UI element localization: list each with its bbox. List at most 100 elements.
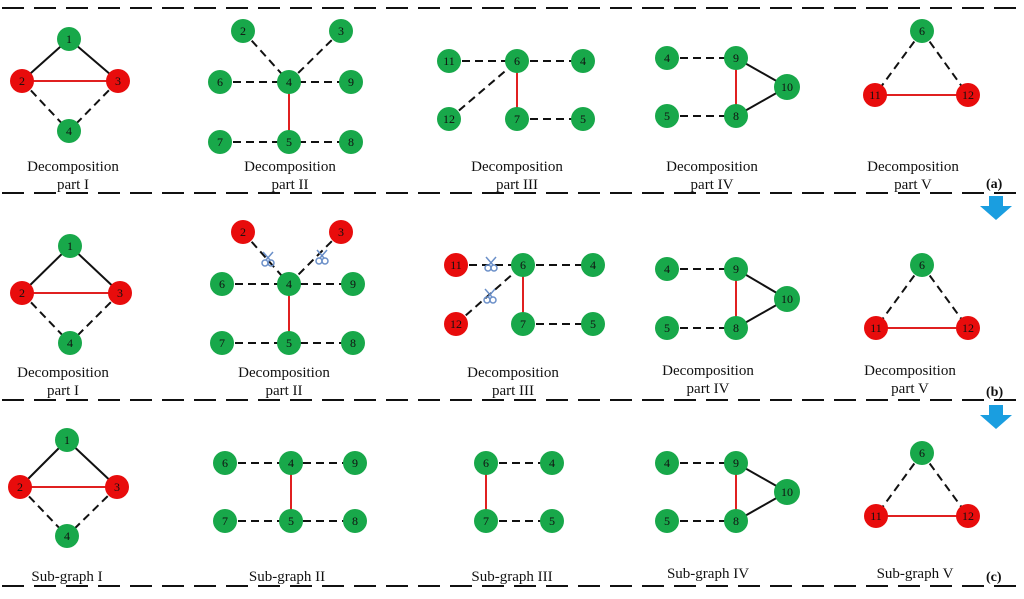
svg-text:12: 12 <box>962 509 974 523</box>
svg-text:4: 4 <box>664 456 670 470</box>
node-7: 7 <box>213 509 237 533</box>
part-II-graph: 2 3 6 4 9 7 5 8 <box>210 220 365 355</box>
caption-b-3-line1: Decomposition <box>467 365 559 381</box>
down-arrow-icon <box>980 196 1012 220</box>
svg-text:2: 2 <box>240 24 246 38</box>
node-9: 9 <box>724 451 748 475</box>
svg-text:6: 6 <box>520 258 526 272</box>
node-12: 12 <box>956 316 980 340</box>
part-III-graph: 11 6 4 12 7 5 <box>444 253 605 336</box>
svg-text:11: 11 <box>870 321 882 335</box>
caption-a-2-line2: part II <box>271 177 308 193</box>
svg-text:5: 5 <box>664 109 670 123</box>
node-5: 5 <box>581 312 605 336</box>
svg-text:4: 4 <box>549 456 555 470</box>
svg-text:12: 12 <box>962 321 974 335</box>
node-11: 11 <box>864 504 888 528</box>
svg-text:8: 8 <box>733 321 739 335</box>
svg-text:7: 7 <box>222 514 228 528</box>
node-9: 9 <box>724 257 748 281</box>
node-2: 2 <box>231 220 255 244</box>
node-6: 6 <box>210 272 234 296</box>
node-7: 7 <box>210 331 234 355</box>
part-I-graph: 1 2 3 4 <box>10 234 132 355</box>
node-8: 8 <box>724 316 748 340</box>
node-4: 4 <box>277 70 301 94</box>
caption-a-5-line2: part V <box>894 177 932 193</box>
svg-text:7: 7 <box>514 112 520 126</box>
node-4: 4 <box>581 253 605 277</box>
caption-a-5-line1: Decomposition <box>867 159 959 175</box>
node-8: 8 <box>724 104 748 128</box>
node-5: 5 <box>571 107 595 131</box>
svg-text:9: 9 <box>352 456 358 470</box>
svg-text:8: 8 <box>733 514 739 528</box>
svg-text:8: 8 <box>350 336 356 350</box>
node-9: 9 <box>343 451 367 475</box>
svg-text:9: 9 <box>733 262 739 276</box>
caption-a-3-line1: Decomposition <box>471 159 563 175</box>
node-5: 5 <box>655 509 679 533</box>
row-tag-b: (b) <box>986 385 1003 400</box>
svg-text:6: 6 <box>483 456 489 470</box>
node-8: 8 <box>341 331 365 355</box>
svg-text:6: 6 <box>919 446 925 460</box>
svg-text:5: 5 <box>286 336 292 350</box>
svg-text:6: 6 <box>217 75 223 89</box>
svg-text:9: 9 <box>350 277 356 291</box>
svg-text:4: 4 <box>664 51 670 65</box>
svg-text:12: 12 <box>450 317 462 331</box>
node-1: 1 <box>57 27 81 51</box>
sub-graph-IV: 4 9 10 5 8 <box>655 451 800 533</box>
svg-text:4: 4 <box>580 54 586 68</box>
node-7: 7 <box>505 107 529 131</box>
svg-text:5: 5 <box>549 514 555 528</box>
svg-text:8: 8 <box>348 135 354 149</box>
svg-text:2: 2 <box>19 286 25 300</box>
svg-text:5: 5 <box>286 135 292 149</box>
node-4: 4 <box>540 451 564 475</box>
node-5: 5 <box>540 509 564 533</box>
node-4: 4 <box>571 49 595 73</box>
svg-text:4: 4 <box>286 75 292 89</box>
svg-text:4: 4 <box>590 258 596 272</box>
node-4: 4 <box>655 46 679 70</box>
node-10: 10 <box>774 74 800 100</box>
svg-text:11: 11 <box>870 509 882 523</box>
node-12: 12 <box>956 504 980 528</box>
caption-c-1: Sub-graph I <box>31 569 102 585</box>
svg-text:4: 4 <box>664 262 670 276</box>
node-2: 2 <box>10 69 34 93</box>
row-c: 1 2 3 4 Sub-graph I 6 4 9 7 5 8 Sub-grap… <box>8 428 980 585</box>
node-4: 4 <box>279 451 303 475</box>
part-I-graph: 1 2 3 4 <box>10 27 130 143</box>
node-1: 1 <box>55 428 79 452</box>
sub-graph-I: 1 2 3 4 <box>8 428 129 548</box>
svg-text:3: 3 <box>338 24 344 38</box>
svg-text:3: 3 <box>338 225 344 239</box>
node-6: 6 <box>208 70 232 94</box>
scissors-icon <box>484 256 498 272</box>
svg-text:4: 4 <box>288 456 294 470</box>
caption-b-5-line1: Decomposition <box>864 363 956 379</box>
svg-text:10: 10 <box>781 292 793 306</box>
scissors-icon <box>261 251 275 267</box>
svg-text:6: 6 <box>919 24 925 38</box>
svg-text:2: 2 <box>17 480 23 494</box>
caption-a-4-line1: Decomposition <box>666 159 758 175</box>
node-11: 11 <box>863 83 887 107</box>
caption-c-3: Sub-graph III <box>471 569 552 585</box>
node-5: 5 <box>277 130 301 154</box>
node-12: 12 <box>437 107 461 131</box>
svg-text:10: 10 <box>781 80 793 94</box>
node-6: 6 <box>910 253 934 277</box>
svg-text:1: 1 <box>66 32 72 46</box>
svg-text:4: 4 <box>286 277 292 291</box>
node-6: 6 <box>474 451 498 475</box>
node-4: 4 <box>277 272 301 296</box>
caption-b-2-line1: Decomposition <box>238 365 330 381</box>
svg-text:9: 9 <box>733 456 739 470</box>
svg-text:5: 5 <box>288 514 294 528</box>
caption-a-4-line2: part IV <box>691 177 734 193</box>
row-separators <box>2 7 1020 587</box>
